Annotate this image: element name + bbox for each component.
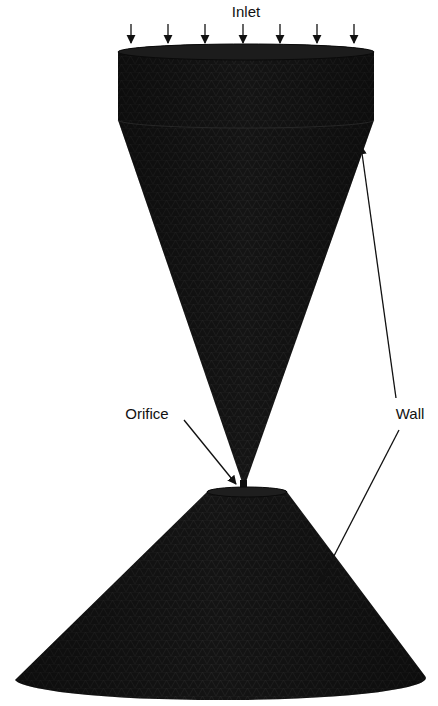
- upper-domain: [118, 44, 374, 482]
- lower-domain: [15, 487, 426, 700]
- orifice-label: Orifice: [125, 406, 168, 423]
- leader-arrows: [184, 146, 399, 583]
- inlet-arrows: [131, 24, 354, 43]
- inlet-label: Inlet: [232, 4, 260, 21]
- wall-label: Wall: [396, 406, 425, 423]
